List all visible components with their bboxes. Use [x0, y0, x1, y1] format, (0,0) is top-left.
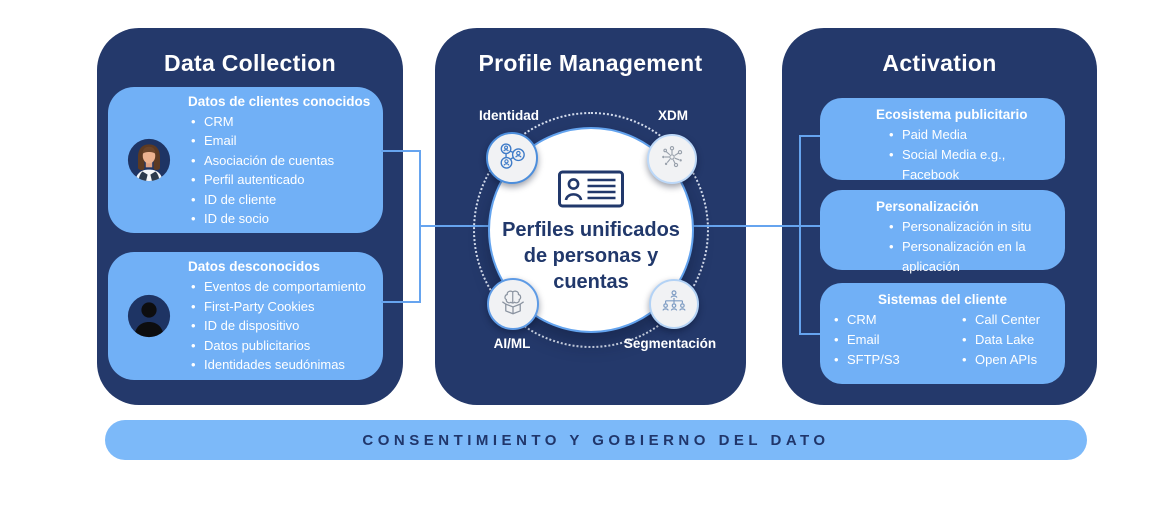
list-item: Personalización en la aplicación	[886, 237, 1065, 277]
list-item: Social Media e.g., Facebook	[886, 145, 1065, 185]
person-silhouette-avatar-icon	[127, 294, 171, 338]
hub-text: Perfiles unificados de personas y cuenta…	[490, 217, 692, 295]
connector-hub-to-right	[693, 225, 820, 227]
connector-to-advertising-card	[799, 135, 820, 137]
list-item: Asociación de cuentas	[188, 151, 370, 171]
card-heading: Ecosistema publicitario	[876, 107, 1028, 122]
connector-to-client-systems-card	[799, 333, 820, 335]
card-heading: Datos de clientes conocidos	[188, 93, 371, 109]
list-item: Open APIs	[959, 350, 1040, 370]
unknown-data-list: Eventos de comportamiento First-Party Co…	[188, 277, 366, 375]
client-systems-list-left: CRM Email SFTP/S3	[831, 310, 959, 370]
advertising-ecosystem-card: Ecosistema publicitario Paid Media Socia…	[820, 98, 1065, 182]
known-customer-data-card: Datos de clientes conocidos CRM Email As…	[108, 87, 383, 233]
identity-graph-icon	[495, 139, 529, 178]
connector-known-data-to-hub	[381, 150, 421, 152]
profile-management-title: Profile Management	[478, 50, 703, 76]
identity-satellite	[486, 132, 538, 184]
list-item: Personalización in situ	[886, 217, 1065, 237]
hub-text-line: cuentas	[553, 271, 629, 293]
list-item: Data Lake	[959, 330, 1040, 350]
personalization-list: Personalización in situ Personalización …	[886, 217, 1065, 277]
card-heading: Sistemas del cliente	[877, 292, 1008, 307]
list-item: CRM	[188, 112, 370, 132]
client-systems-columns: CRM Email SFTP/S3 Call Center Data Lake …	[831, 310, 1065, 370]
activation-title: Activation	[882, 50, 997, 76]
segmentation-label: Segmentación	[623, 336, 717, 351]
advertising-ecosystem-list: Paid Media Social Media e.g., Facebook	[886, 125, 1065, 185]
panel-data-collection: Data Collection	[97, 28, 403, 405]
connector-right-bracket	[799, 135, 801, 335]
segmentation-icon	[658, 286, 690, 323]
ai-ml-label: AI/ML	[493, 336, 531, 351]
list-item: Email	[831, 330, 959, 350]
unknown-data-card: Datos desconocidos Eventos de comportami…	[108, 252, 383, 380]
list-item: Datos publicitarios	[188, 336, 366, 356]
card-heading: Datos desconocidos	[188, 259, 321, 275]
list-item: Paid Media	[886, 125, 1065, 145]
data-collection-title: Data Collection	[164, 50, 336, 76]
panel-activation: Activation Ecosistema publicitario Paid …	[782, 28, 1097, 405]
segmentation-satellite	[649, 279, 699, 329]
xdm-label: XDM	[658, 108, 688, 123]
ai-ml-satellite	[487, 278, 539, 330]
list-item: ID de cliente	[188, 190, 370, 210]
profile-card-icon	[558, 170, 625, 213]
connector-left-to-hub	[419, 225, 490, 227]
consent-governance-banner: CONSENTIMIENTO Y GOBIERNO DEL DATO	[105, 420, 1087, 460]
list-item: SFTP/S3	[831, 350, 959, 370]
card-heading: Personalización	[876, 199, 979, 214]
list-item: Call Center	[959, 310, 1040, 330]
list-item: Eventos de comportamiento	[188, 277, 366, 297]
xdm-satellite	[647, 134, 697, 184]
panel-profile-management: Profile Management Perfiles unific	[435, 28, 746, 405]
list-item: Perfil autenticado	[188, 170, 370, 190]
list-item: CRM	[831, 310, 959, 330]
list-item: Email	[188, 131, 370, 151]
client-systems-card: Sistemas del cliente CRM Email SFTP/S3 C…	[820, 283, 1065, 384]
xdm-schema-icon	[656, 141, 688, 178]
identity-label: Identidad	[479, 108, 539, 123]
list-item: ID de socio	[188, 209, 370, 229]
ai-ml-icon	[496, 285, 530, 324]
personalization-card: Personalización Personalización in situ …	[820, 190, 1065, 274]
woman-avatar-icon	[127, 138, 171, 182]
hub-text-line: Perfiles unificados	[502, 219, 680, 241]
client-systems-list-right: Call Center Data Lake Open APIs	[959, 310, 1040, 370]
list-item: First-Party Cookies	[188, 297, 366, 317]
dotted-orbit-ring	[473, 112, 709, 348]
connector-unknown-data-to-hub	[381, 301, 421, 303]
banner-label: CONSENTIMIENTO Y GOBIERNO DEL DATO	[362, 431, 830, 449]
known-customer-data-list: CRM Email Asociación de cuentas Perfil a…	[188, 112, 370, 229]
list-item: Identidades seudónimas	[188, 355, 366, 375]
hub-text-line: de personas y	[523, 245, 659, 267]
list-item: ID de dispositivo	[188, 316, 366, 336]
